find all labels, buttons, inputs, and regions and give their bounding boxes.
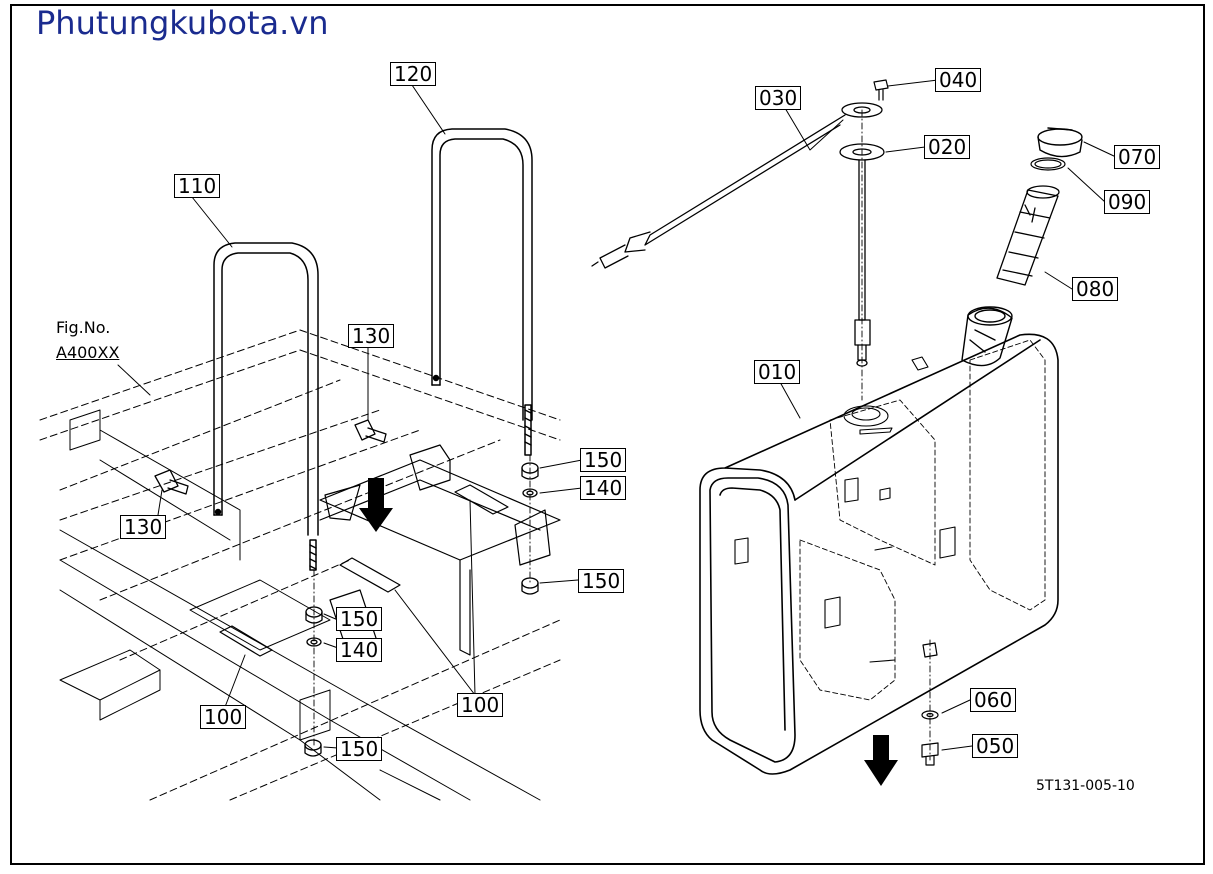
chassis-frame-solid	[59, 409, 541, 801]
callout-140: 140	[336, 638, 383, 662]
chassis-frame	[39, 329, 561, 801]
rubber-strip	[219, 484, 509, 657]
tank-band-120	[431, 128, 533, 456]
callout-130: 130	[348, 324, 395, 348]
callout-150: 150	[578, 569, 625, 593]
callout-100: 100	[200, 705, 247, 729]
assembly-arrow	[359, 478, 898, 786]
callout-040: 040	[935, 68, 982, 92]
callout-100: 100	[457, 693, 504, 717]
fuel-sensor	[839, 102, 885, 367]
tank-band-110	[213, 242, 319, 571]
tank-inner-detail	[799, 339, 1046, 701]
fuel-cap-070	[1037, 127, 1083, 158]
callout-050: 050	[972, 734, 1019, 758]
assembly-axis	[313, 109, 931, 761]
callout-150: 150	[336, 607, 383, 631]
callout-110: 110	[174, 174, 221, 198]
callout-150: 150	[336, 737, 383, 761]
callout-080: 080	[1072, 277, 1119, 301]
callout-130: 130	[120, 515, 167, 539]
callout-150: 150	[580, 448, 627, 472]
leader-lines	[117, 79, 1117, 751]
drawing-code: 5T131-005-10	[1036, 778, 1135, 794]
callout-030: 030	[755, 86, 802, 110]
fuel-tank	[699, 333, 1059, 775]
gasket-090	[1030, 157, 1066, 171]
filler-neck	[961, 306, 1013, 367]
callout-020: 020	[924, 135, 971, 159]
callout-060: 060	[970, 688, 1017, 712]
callout-090: 090	[1104, 190, 1151, 214]
strainer-080	[996, 185, 1060, 286]
fuel-hose-030	[591, 114, 846, 269]
drawing-frame	[10, 4, 1205, 865]
callout-010: 010	[754, 360, 801, 384]
tank-details	[734, 356, 956, 663]
callout-140: 140	[580, 476, 627, 500]
fig-number-label: Fig.No.	[56, 318, 111, 337]
fig-number-ref: A400XX	[56, 343, 120, 362]
drain-plug	[921, 642, 939, 766]
bolt-130	[154, 419, 387, 495]
callout-120: 120	[390, 62, 437, 86]
callout-070: 070	[1114, 145, 1161, 169]
watermark: Phutungkubota.vn	[36, 4, 329, 42]
screw-040	[873, 79, 889, 101]
